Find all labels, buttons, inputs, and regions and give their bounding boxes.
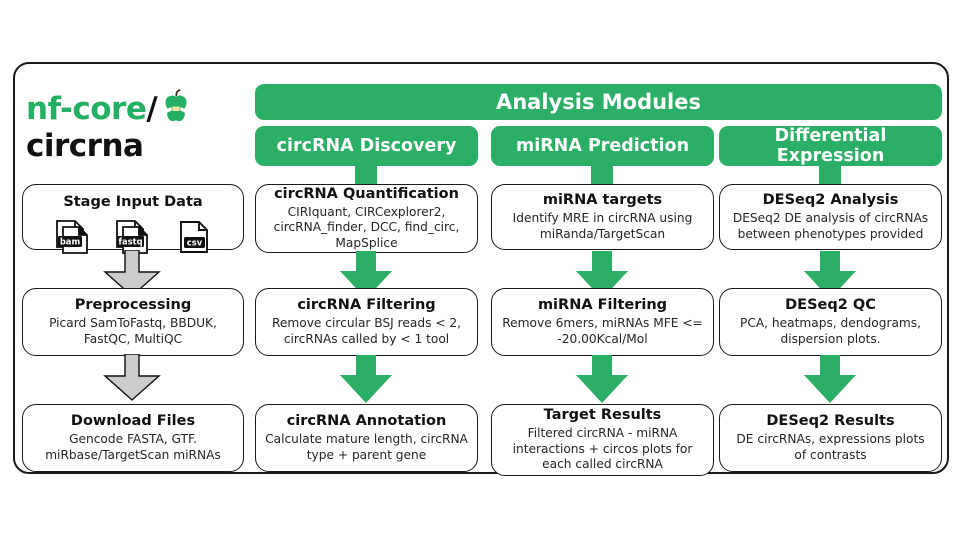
node-title-stage-input-data: Stage Input Data	[63, 194, 203, 210]
analysis-modules-header: Analysis Modules	[255, 84, 942, 120]
module-header-circrna-discovery: circRNA Discovery	[255, 126, 478, 166]
node-circrna-quantification: circRNA Quantification CIRIquant, CIRCex…	[255, 184, 478, 253]
connector-stub-circrna-discovery	[355, 166, 377, 186]
node-title-deseq2-qc: DESeq2 QC	[785, 296, 876, 313]
node-circrna-annotation: circRNA Annotation Calculate mature leng…	[255, 404, 478, 472]
node-title-deseq2-results: DESeq2 Results	[766, 412, 895, 429]
arrow-mirna-filtering-to-results	[576, 355, 628, 405]
input-file-icons: bam fastq csv	[53, 219, 213, 255]
node-body-mirna-targets: Identify MRE in circRNA using miRanda/Ta…	[512, 210, 693, 241]
node-stage-input-data: Stage Input Data bam	[22, 184, 244, 255]
arrow-targets-to-mirna-filtering	[576, 251, 628, 301]
node-deseq2-qc: DESeq2 QC PCA, heatmaps, dendograms, dis…	[719, 288, 942, 356]
node-body-target-results: Filtered circRNA - miRNA interactions + …	[512, 426, 693, 472]
svg-text:bam: bam	[60, 237, 81, 247]
node-target-results: Target Results Filtered circRNA - miRNA …	[491, 404, 714, 476]
bam-file-icon: bam	[53, 219, 93, 255]
node-title-download-files: Download Files	[70, 412, 196, 429]
node-body-deseq2-results: DE circRNAs, expressions plots of contra…	[736, 431, 925, 462]
node-mirna-filtering: miRNA Filtering Remove 6mers, miRNAs MFE…	[491, 288, 714, 356]
module-header-mirna-prediction: miRNA Prediction	[491, 126, 714, 166]
node-title-mirna-targets: miRNA targets	[542, 191, 663, 208]
node-body-circrna-filtering: Remove circular BSJ reads < 2, circRNAs …	[271, 315, 462, 346]
node-deseq2-results: DESeq2 Results DE circRNAs, expressions …	[719, 404, 942, 472]
node-circrna-filtering: circRNA Filtering Remove circular BSJ re…	[255, 288, 478, 356]
node-title-circrna-annotation: circRNA Annotation	[286, 412, 447, 429]
arrow-preprocessing-to-download	[99, 353, 165, 404]
logo-nf-core-text: nf-core	[26, 90, 147, 127]
node-title-deseq2-analysis: DESeq2 Analysis	[762, 191, 899, 208]
logo-pipeline-name: circrna	[26, 128, 144, 164]
svg-text:fastq: fastq	[118, 237, 142, 247]
connector-stub-mirna-prediction	[591, 166, 613, 186]
arrow-quantification-to-filtering	[340, 251, 392, 301]
arrow-input-to-preprocessing	[99, 249, 165, 300]
node-body-deseq2-qc: PCA, heatmaps, dendograms, dispersion pl…	[739, 315, 922, 346]
fastq-file-icon: fastq	[113, 219, 153, 255]
module-header-differential-expression: Differential Expression	[719, 126, 942, 166]
node-title-mirna-filtering: miRNA Filtering	[537, 296, 668, 313]
connector-stub-differential-expression	[819, 166, 841, 186]
arrow-deseq2-analysis-to-qc	[804, 251, 856, 301]
node-title-circrna-quantification: circRNA Quantification	[274, 185, 459, 202]
arrow-deseq2-qc-to-results	[804, 355, 856, 405]
logo-top-line: nf-core/	[26, 88, 236, 130]
arrow-filtering-to-annotation	[340, 355, 392, 405]
nf-core-logo: nf-core/ circrna	[26, 82, 236, 170]
node-title-circrna-filtering: circRNA Filtering	[297, 296, 436, 313]
node-body-download-files: Gencode FASTA, GTF. miRbase/TargetScan m…	[45, 431, 221, 462]
csv-file-icon: csv	[173, 219, 213, 255]
node-download-files: Download Files Gencode FASTA, GTF. miRba…	[22, 404, 244, 472]
node-title-target-results: Target Results	[543, 407, 662, 424]
node-body-deseq2-analysis: DESeq2 DE analysis of circRNAs between p…	[732, 210, 929, 241]
node-body-circrna-quantification: CIRIquant, CIRCexplorer2, circRNA_finder…	[273, 204, 460, 250]
svg-text:csv: csv	[187, 238, 203, 248]
node-body-circrna-annotation: Calculate mature length, circRNA type + …	[265, 431, 468, 462]
node-preprocessing: Preprocessing Picard SamToFastq, BBDUK, …	[22, 288, 244, 356]
nf-core-apple-icon	[163, 88, 189, 130]
node-mirna-targets: miRNA targets Identify MRE in circRNA us…	[491, 184, 714, 250]
node-body-preprocessing: Picard SamToFastq, BBDUK, FastQC, MultiQ…	[49, 315, 217, 346]
logo-slash: /	[146, 90, 158, 127]
node-title-preprocessing: Preprocessing	[74, 296, 192, 313]
node-deseq2-analysis: DESeq2 Analysis DESeq2 DE analysis of ci…	[719, 184, 942, 250]
node-body-mirna-filtering: Remove 6mers, miRNAs MFE <= -20.00Kcal/M…	[502, 315, 703, 346]
